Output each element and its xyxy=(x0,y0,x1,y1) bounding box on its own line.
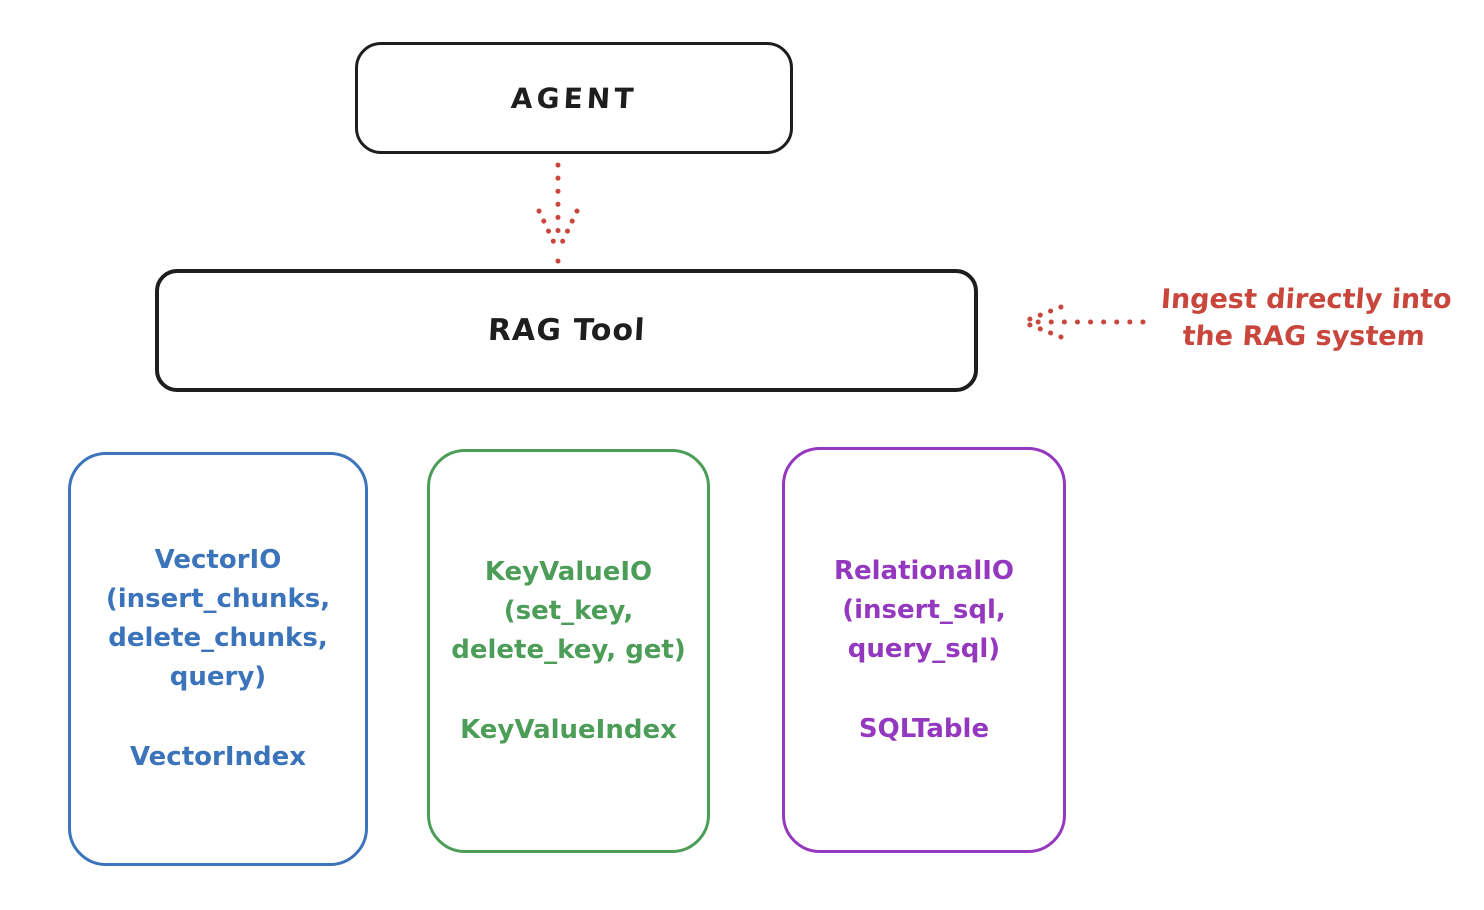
ingest-annotation-arrow-icon xyxy=(1022,304,1146,340)
relational-io-line: (insert_sql, xyxy=(842,594,1006,625)
keyvalue-io-line: (set_key, xyxy=(503,595,634,626)
ingest-annotation: Ingest directly into the RAG system xyxy=(1132,281,1477,355)
vector-io-signature: VectorIO (insert_chunks, delete_chunks, … xyxy=(106,541,330,697)
vector-io-line: VectorIO xyxy=(154,545,282,575)
keyvalue-index-label: KeyValueIndex xyxy=(460,714,677,745)
keyvalue-io-line: KeyValueIO xyxy=(484,556,653,587)
vector-io-line: delete_chunks, xyxy=(108,623,328,653)
ingest-annotation-line2: the RAG system xyxy=(1181,321,1426,352)
relational-io-line: RelationalIO xyxy=(833,555,1015,586)
relational-io-node: RelationalIO (insert_sql, query_sql) SQL… xyxy=(782,447,1066,853)
sql-table-label: SQLTable xyxy=(858,713,990,744)
keyvalue-io-line: delete_key, get) xyxy=(451,634,686,665)
relational-io-signature: RelationalIO (insert_sql, query_sql) xyxy=(834,552,1014,669)
agent-node: AGENT xyxy=(355,42,793,154)
ingest-annotation-line1: Ingest directly into xyxy=(1159,284,1453,315)
agent-node-label: AGENT xyxy=(509,81,639,115)
vector-index-label: VectorIndex xyxy=(129,742,307,772)
vector-io-line: query) xyxy=(169,662,267,692)
relational-io-line: query_sql) xyxy=(847,633,1001,664)
rag-tool-node-label: RAG Tool xyxy=(486,313,647,348)
keyvalue-io-node: KeyValueIO (set_key, delete_key, get) Ke… xyxy=(427,449,710,853)
keyvalue-io-signature: KeyValueIO (set_key, delete_key, get) xyxy=(451,553,686,670)
vector-io-node: VectorIO (insert_chunks, delete_chunks, … xyxy=(68,452,368,866)
agent-to-ragtool-arrow-icon xyxy=(536,162,580,264)
rag-tool-node: RAG Tool xyxy=(155,269,978,392)
vector-io-line: (insert_chunks, xyxy=(105,584,331,614)
